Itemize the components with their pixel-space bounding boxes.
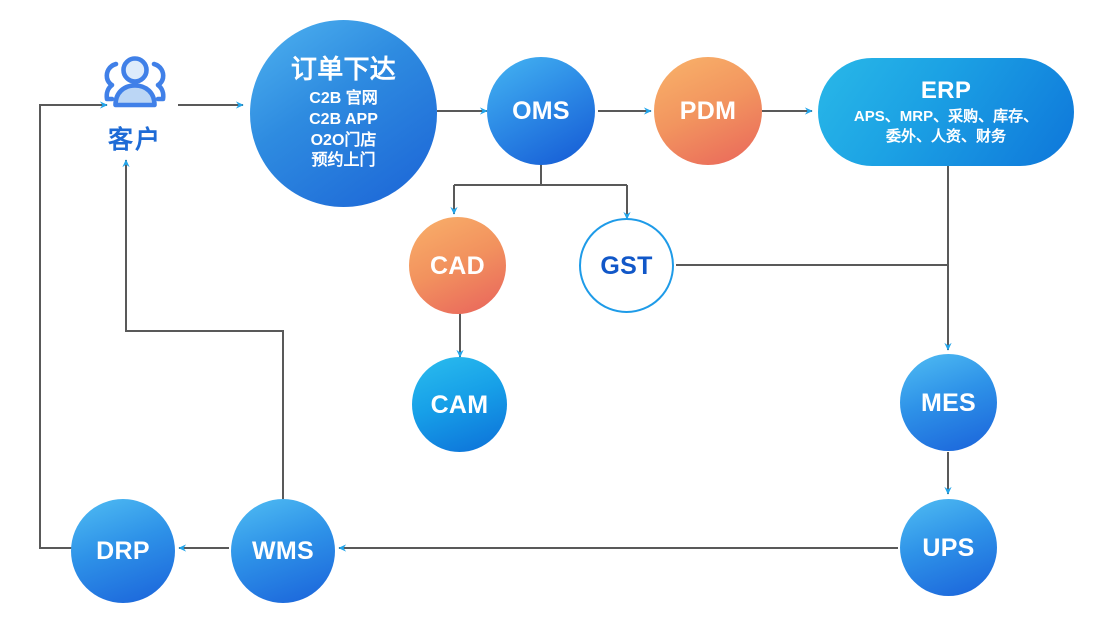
node-order-line-3: O2O门店 [310, 131, 377, 149]
customer-label: 客户 [107, 126, 162, 154]
node-cad-title: CAD [429, 251, 486, 280]
node-erp[interactable]: ERP APS、MRP、采购、库存、 委外、人资、财务 [818, 58, 1074, 166]
node-wms-title: WMS [252, 537, 314, 565]
node-erp-line-1: APS、MRP、采购、库存、 [853, 108, 1039, 126]
node-oms-title: OMS [512, 97, 570, 125]
edge-wms-customer [122, 159, 284, 499]
node-customer[interactable]: 客户 [91, 52, 179, 156]
node-ups[interactable]: UPS [900, 499, 997, 596]
node-drp-title: DRP [96, 537, 150, 565]
edge-drp-customer [39, 101, 108, 549]
node-pdm-title: PDM [679, 97, 737, 125]
node-oms[interactable]: OMS [487, 57, 595, 165]
node-order-title: 订单下达 [290, 53, 397, 84]
node-order[interactable]: 订单下达 C2B 官网 C2B APP O2O门店 预约上门 [250, 20, 437, 207]
users-group-icon [104, 56, 166, 108]
node-gst-title: GST [600, 251, 653, 280]
node-cam[interactable]: CAM [412, 357, 507, 452]
node-mes-title: MES [920, 388, 977, 417]
node-pdm[interactable]: PDM [654, 57, 762, 165]
node-gst[interactable]: GST [579, 218, 674, 313]
node-cad[interactable]: CAD [409, 217, 506, 314]
node-mes[interactable]: MES [900, 354, 997, 451]
node-wms[interactable]: WMS [231, 499, 335, 603]
node-cam-title: CAM [430, 390, 489, 419]
node-erp-line-2: 委外、人资、财务 [885, 127, 1006, 145]
node-drp[interactable]: DRP [71, 499, 175, 603]
node-order-line-2: C2B APP [309, 110, 378, 128]
node-erp-title: ERP [920, 76, 972, 104]
node-order-line-1: C2B 官网 [309, 89, 378, 107]
node-ups-title: UPS [922, 533, 975, 562]
node-order-line-4: 预约上门 [311, 152, 376, 170]
